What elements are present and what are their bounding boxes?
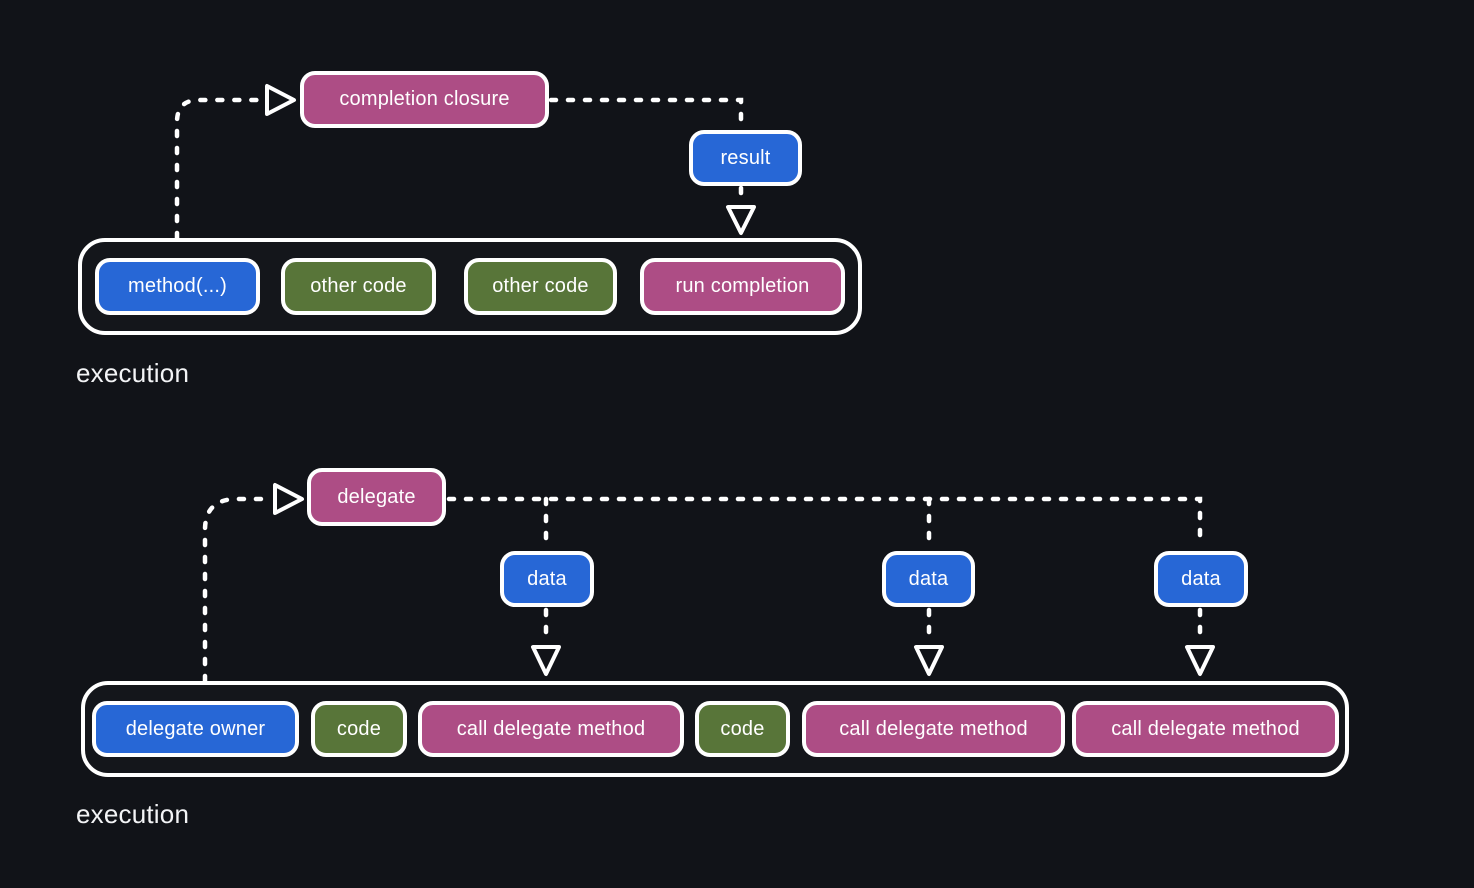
delegate-owner-node: delegate owner	[92, 701, 299, 757]
other-code-node-1: other code	[281, 258, 436, 315]
data-node-2: data	[882, 551, 975, 607]
data-node-3: data	[1154, 551, 1248, 607]
data2-arrowhead-icon	[914, 645, 944, 676]
execution-lane-bottom	[81, 681, 1349, 777]
delegate-bus-connector	[446, 496, 1203, 550]
code-node-2: code	[695, 701, 790, 757]
method-node: method(...)	[95, 258, 260, 315]
owner-to-delegate-connector	[202, 496, 273, 684]
delegate-arrowhead-icon	[273, 483, 304, 515]
data-node-1: data	[500, 551, 594, 607]
call-delegate-method-node-1: call delegate method	[418, 701, 684, 757]
execution-caption-top: execution	[76, 358, 190, 388]
completion-closure-node: completion closure	[300, 71, 549, 128]
call-delegate-method-node-2: call delegate method	[802, 701, 1065, 757]
code-node-1: code	[311, 701, 407, 757]
closure-to-result-connector	[548, 97, 744, 129]
data1-arrowhead-icon	[531, 645, 561, 676]
data3-arrowhead-icon	[1185, 645, 1215, 676]
call-delegate-method-node-3: call delegate method	[1072, 701, 1339, 757]
execution-caption-bottom: execution	[76, 799, 190, 829]
result-node: result	[689, 130, 802, 186]
closure-arrowhead-icon	[265, 84, 296, 116]
execution-lane-top	[78, 238, 862, 335]
run-completion-arrowhead-icon	[726, 205, 756, 235]
run-completion-node: run completion	[640, 258, 845, 315]
other-code-node-2: other code	[464, 258, 617, 315]
method-to-closure-connector	[174, 97, 265, 241]
delegate-node: delegate	[307, 468, 446, 526]
